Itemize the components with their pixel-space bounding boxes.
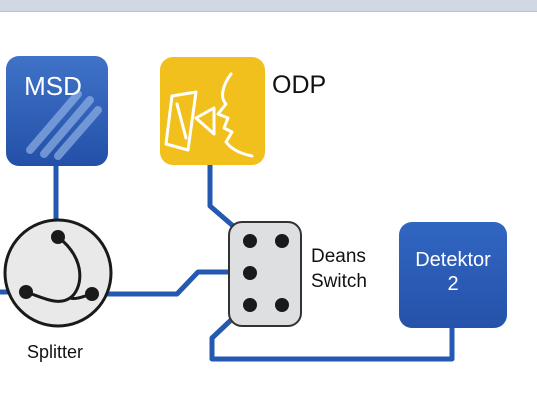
column-icon bbox=[26, 90, 102, 160]
top-bar bbox=[0, 0, 537, 12]
detector-label-line2: 2 bbox=[447, 273, 458, 295]
line-splitter-to-switch bbox=[92, 269, 247, 297]
splitter-port-right bbox=[85, 287, 99, 301]
deans-switch: Deans Switch bbox=[228, 221, 367, 327]
deans-label-line2: Switch bbox=[311, 271, 367, 292]
switch-port-5 bbox=[275, 298, 289, 312]
detector-box: Detektor 2 bbox=[399, 222, 507, 328]
connection-lines bbox=[0, 163, 455, 362]
switch-port-2 bbox=[275, 234, 289, 248]
splitter-port-left bbox=[19, 285, 33, 299]
line-switch-to-detector bbox=[209, 303, 455, 362]
splitter-port-top bbox=[51, 230, 65, 244]
detector-label-line1: Detektor bbox=[415, 249, 491, 271]
odp-label: ODP bbox=[272, 71, 326, 99]
odp-box: ODP bbox=[160, 57, 326, 165]
splitter: Splitter bbox=[3, 218, 113, 362]
switch-port-3 bbox=[243, 266, 257, 280]
splitter-label: Splitter bbox=[27, 342, 83, 362]
switch-port-1 bbox=[243, 234, 257, 248]
msd-label: MSD bbox=[24, 71, 82, 101]
deans-label-line1: Deans bbox=[311, 246, 366, 267]
msd-box: MSD bbox=[6, 56, 108, 166]
switch-port-4 bbox=[243, 298, 257, 312]
sniff-port-icon bbox=[164, 72, 254, 158]
